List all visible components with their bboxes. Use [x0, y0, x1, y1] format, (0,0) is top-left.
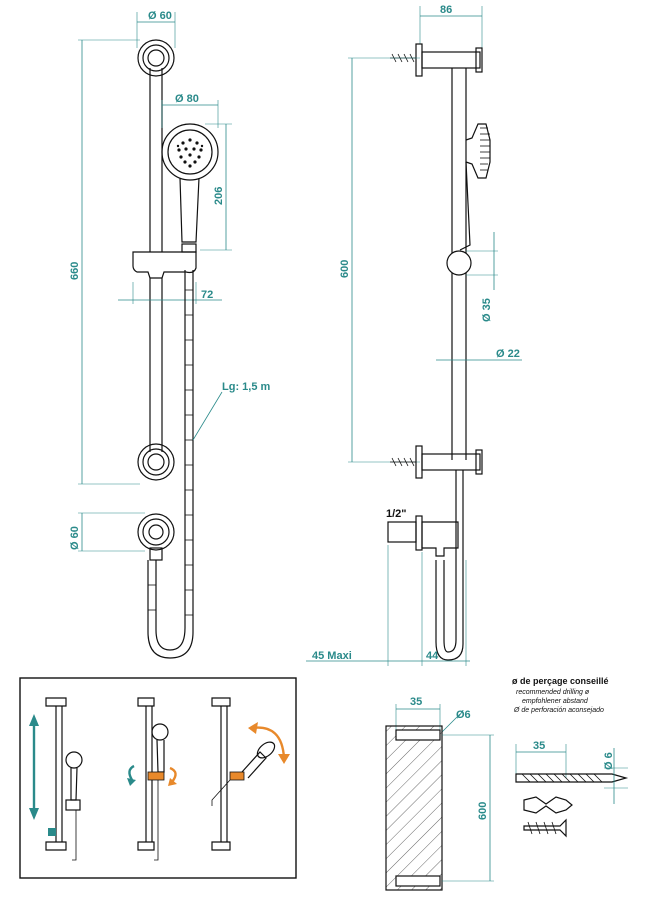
usage-step-rotate-slider: [127, 697, 177, 861]
spray-nozzles: [176, 138, 204, 168]
dim-drill-bit-diameter: Ø 6: [603, 752, 615, 770]
dim-drill-hole-diameter: Ø6: [456, 709, 471, 721]
dim-drill-block-width: 35: [410, 696, 422, 708]
usage-step-height-adjust: [29, 697, 83, 861]
drilling-note-english: recommended drilling ø: [516, 689, 590, 696]
usage-step-tilt-handshower: [211, 697, 290, 851]
dim-drill-spacing: 600: [477, 802, 489, 820]
dim-bar-total-height: 660: [69, 262, 81, 280]
dim-outlet-depth: 44: [426, 650, 439, 662]
dim-side-height: 600: [339, 260, 351, 278]
drilling-note-title: ø de perçage conseillé: [512, 676, 609, 686]
drilling-note-german: empfohlener abstand: [522, 698, 589, 705]
dim-wall-bracket-diameter: Ø 60: [148, 10, 172, 22]
dim-handshower-length: 206: [213, 187, 225, 205]
hose-length-label: Lg: 1,5 m: [222, 381, 271, 393]
dim-side-depth: 86: [440, 4, 452, 16]
dim-bar-diameter: Ø 22: [496, 348, 520, 360]
front-view: Ø 60 660 Ø 80: [69, 10, 271, 659]
side-view: 86 600 Ø 35 Ø 22: [306, 4, 522, 666]
drill-template: 35 Ø6 600: [385, 696, 494, 891]
dim-outlet-diameter: Ø 60: [69, 526, 81, 550]
drilling-note-spanish: Ø de perforación aconsejado: [513, 707, 604, 714]
dim-knob-diameter: Ø 35: [481, 298, 493, 322]
dim-slider-offset: 72: [201, 289, 213, 301]
dim-handshower-diameter: Ø 80: [175, 93, 199, 105]
dim-drill-bit-length: 35: [533, 740, 545, 752]
thread-size-label: 1/2": [386, 508, 407, 520]
usage-panel: [19, 677, 297, 879]
dim-max-offset: 45 Maxi: [312, 650, 352, 662]
drilling-note: ø de perçage conseillé recommended drill…: [512, 676, 629, 838]
hose-segments: [148, 289, 193, 616]
